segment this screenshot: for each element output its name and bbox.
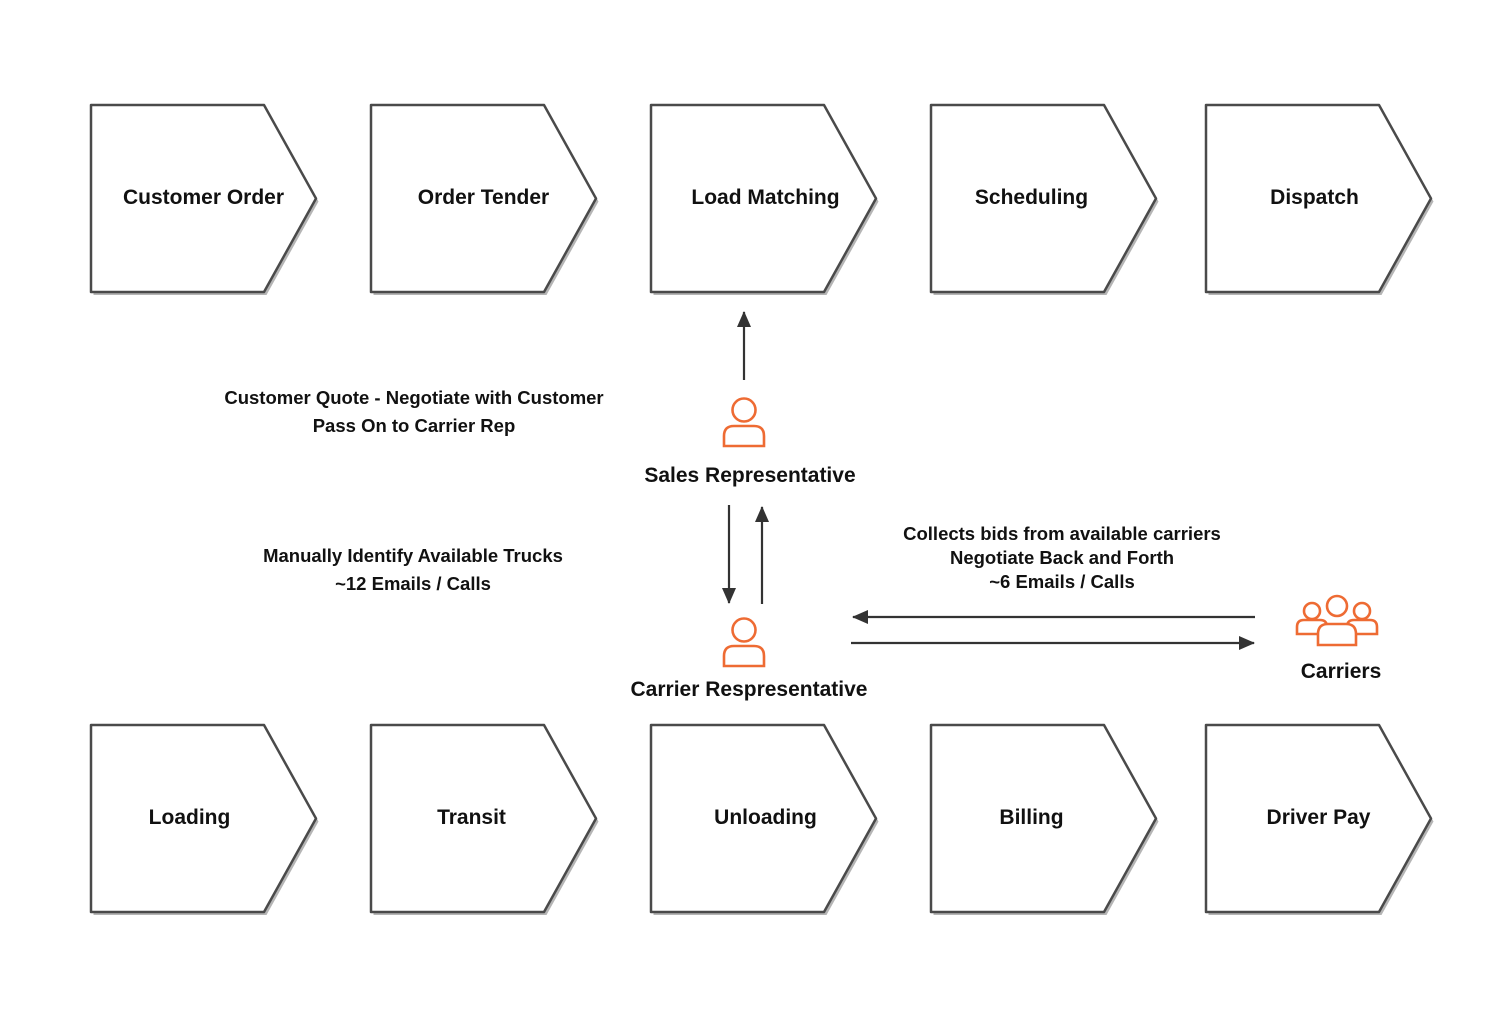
carrier-rep-note-line2: ~12 Emails / Calls	[213, 570, 613, 598]
process-step-label: Dispatch	[1270, 185, 1359, 209]
carriers-name: Carriers	[1300, 660, 1382, 683]
process-step-label: Load Matching	[691, 185, 840, 209]
process-step-chevron	[1204, 103, 1433, 294]
person-icon	[722, 617, 766, 668]
process-step-label: Scheduling	[974, 185, 1089, 209]
carriers-note-line3: ~6 Emails / Calls	[862, 570, 1262, 594]
carrier-rep-name: Carrier Respresentative	[630, 678, 868, 701]
carriers-note: Collects bids from available carriers Ne…	[862, 522, 1262, 594]
process-step-chevron	[89, 103, 318, 294]
process-step-chevron	[369, 103, 598, 294]
process-step-label: Loading	[148, 805, 231, 829]
process-step-label: Driver Pay	[1266, 805, 1371, 829]
carrier-rep-email-suffix: Emails / Calls	[366, 573, 491, 594]
carrier-rep-note-line1: Manually Identify Available Trucks	[263, 545, 563, 566]
process-step-label: Order Tender	[417, 185, 550, 209]
sales-note-line1: Customer Quote - Negotiate with Customer	[224, 387, 604, 408]
group-icon	[1295, 594, 1379, 647]
person-icon	[722, 397, 766, 448]
carrier-rep-email-count: ~12	[335, 573, 367, 594]
sales-rep-note: Customer Quote - Negotiate with Customer…	[214, 384, 614, 440]
process-step-chevron	[89, 723, 318, 914]
process-step-chevron	[929, 103, 1158, 294]
process-step-chevron	[649, 103, 878, 294]
process-step-label: Billing	[999, 805, 1064, 829]
sales-note-line2: Pass On to Carrier Rep	[312, 415, 516, 436]
process-step-label: Customer Order	[122, 185, 285, 209]
process-step-chevron	[649, 723, 878, 914]
process-step-chevron	[1204, 723, 1433, 914]
carriers-note-line2: Negotiate Back and Forth	[949, 547, 1175, 568]
process-step-chevron	[929, 723, 1158, 914]
carrier-rep-note: Manually Identify Available Trucks ~12 E…	[213, 542, 613, 598]
process-step-chevron	[369, 723, 598, 914]
process-step-label: Transit	[437, 805, 506, 829]
carriers-note-line1: Collects bids from available carriers	[903, 523, 1221, 544]
sales-rep-name: Sales Representative	[644, 464, 856, 487]
process-step-label: Unloading	[714, 805, 817, 829]
carriers-email-count: ~6	[989, 571, 1011, 592]
carriers-email-suffix: Emails / Calls	[1010, 571, 1135, 592]
